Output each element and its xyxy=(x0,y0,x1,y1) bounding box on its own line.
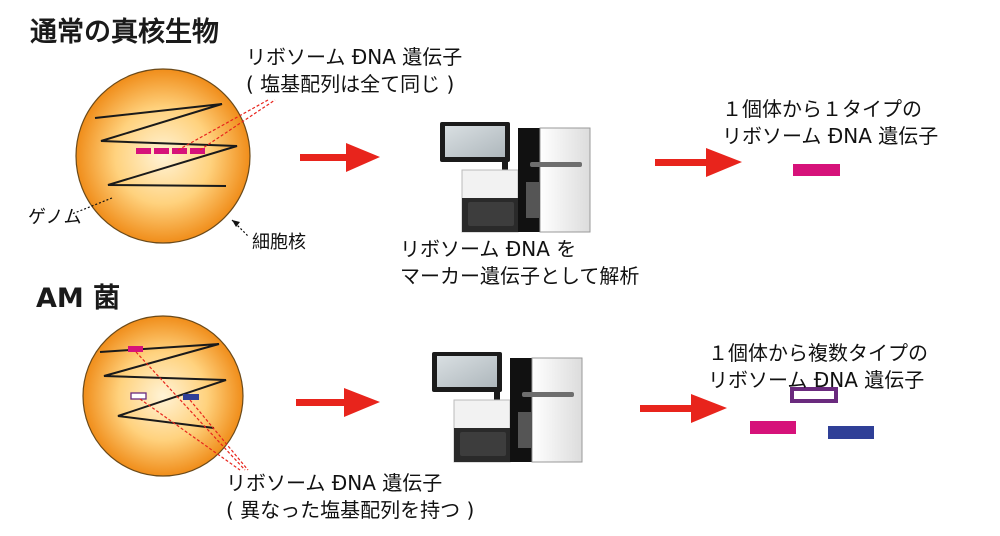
analysis-label-line2: マーカー遺伝子として解析 xyxy=(400,264,640,288)
result-label-normal-line2: リボソーム ĐNA 遺伝子 xyxy=(722,124,939,148)
nucleus-label: 細胞核 xyxy=(252,232,306,253)
rdna-type-bar-hollow xyxy=(790,387,838,403)
rdna-variant-navy xyxy=(183,394,199,400)
result-label-am-line1: １個体から複数タイプの xyxy=(708,341,928,365)
genome-strand-normal xyxy=(94,103,238,187)
rdna-cluster-normal xyxy=(136,148,205,154)
nucleus-am xyxy=(82,315,249,477)
sequencer-machine-icon xyxy=(440,122,591,233)
rdna-label-am-line2: ( 異なった塩基配列を持つ ) xyxy=(226,498,475,522)
analysis-label-line1: リボソーム ĐNA を xyxy=(400,237,577,261)
result-label-am: １個体から複数タイプの リボソーム ĐNA 遺伝子 xyxy=(708,340,928,394)
rdna-type-bar xyxy=(793,164,840,176)
red-arrow-icon xyxy=(655,148,742,177)
rdna-label-normal-line2: ( 塩基配列は全て同じ ) xyxy=(246,72,455,96)
rdna-variant-hollow xyxy=(130,392,147,400)
nucleus-normal xyxy=(71,68,276,244)
genome-label: ゲノム xyxy=(28,207,82,228)
result-label-am-line2: リボソーム ĐNA 遺伝子 xyxy=(708,368,925,392)
rdna-variant-magenta xyxy=(128,346,143,352)
genome-strand-am xyxy=(99,343,227,429)
result-label-normal: １個体から１タイプの リボソーム ĐNA 遺伝子 xyxy=(722,96,938,150)
rdna-label-normal-line1: リボソーム ĐNA 遺伝子 xyxy=(246,45,463,69)
rdna-type-bar-magenta xyxy=(750,421,796,434)
red-arrow-icon xyxy=(296,388,380,417)
red-arrow-icon xyxy=(640,394,727,423)
red-arrow-icon xyxy=(300,143,380,172)
sequencer-machine-icon xyxy=(432,352,583,463)
rdna-type-bar-navy xyxy=(828,426,874,439)
rdna-label-am-line1: リボソーム ĐNA 遺伝子 xyxy=(226,471,443,495)
result-label-normal-line1: １個体から１タイプの xyxy=(722,97,922,121)
heading-normal-eukaryote: 通常の真核生物 xyxy=(30,17,219,48)
heading-am-fungi: AM 菌 xyxy=(36,283,121,314)
rdna-label-am: リボソーム ĐNA 遺伝子 ( 異なった塩基配列を持つ ) xyxy=(226,470,474,524)
analysis-label: リボソーム ĐNA を マーカー遺伝子として解析 xyxy=(400,236,639,290)
rdna-label-normal: リボソーム ĐNA 遺伝子 ( 塩基配列は全て同じ ) xyxy=(246,44,462,98)
